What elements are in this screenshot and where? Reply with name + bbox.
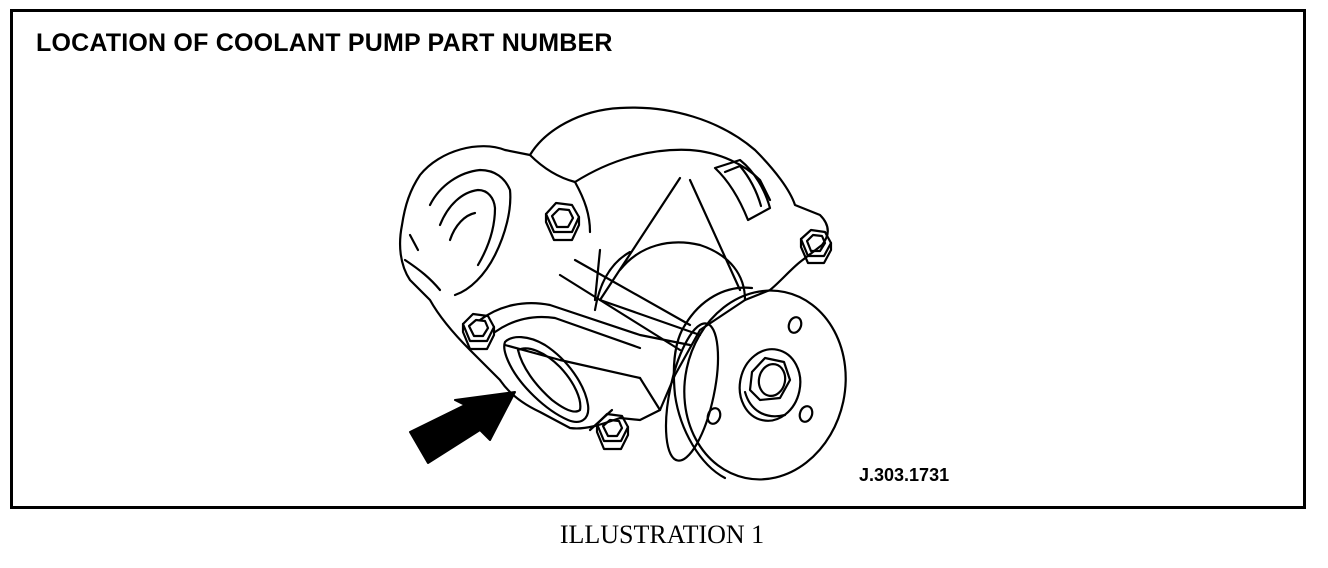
bolt-bottom [595,412,630,451]
pump-housing [399,106,829,432]
bolt-left [461,312,496,351]
figure-frame: LOCATION OF COOLANT PUMP PART NUMBER J.3… [10,9,1306,509]
mounting-bolts [461,201,833,451]
pulley-flange [664,286,847,481]
illustration-caption-text: ILLUSTRATION 1 [559,520,765,549]
figure-title: LOCATION OF COOLANT PUMP PART NUMBER [36,29,613,57]
bolt-top-left [544,201,581,242]
part-number-location-arrow [409,391,516,464]
illustration-caption: ILLUSTRATION 1 [0,520,1328,550]
bolt-right [799,228,833,265]
drawing-reference-number: J.303.1731 [859,465,950,485]
